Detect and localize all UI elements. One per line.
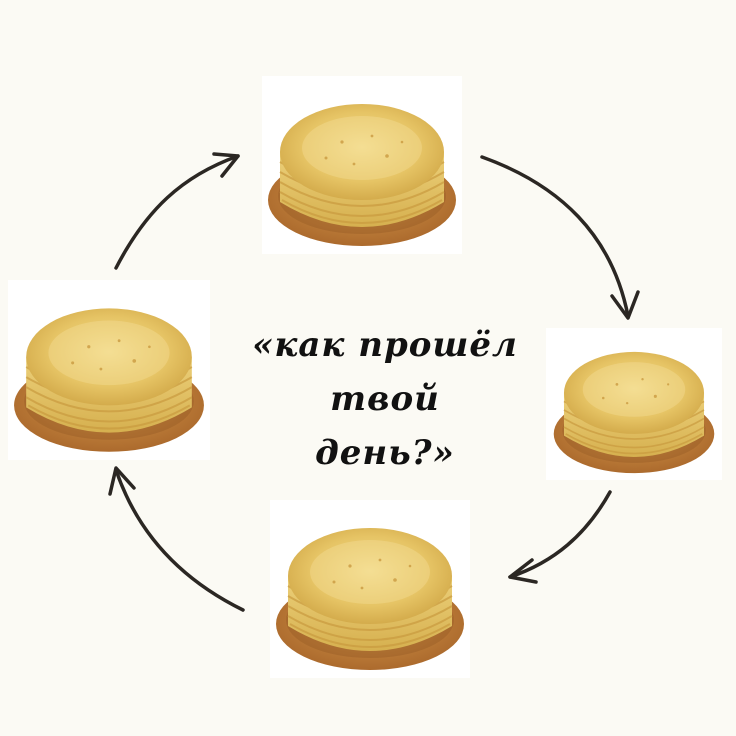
pancake-stack-left (8, 280, 210, 460)
pancake-stack-icon (267, 103, 457, 247)
caption-text: «как прошёл твой день?» (200, 318, 570, 480)
caption-line-2: день?» (315, 433, 455, 473)
pancake-stack-icon (275, 527, 465, 671)
arrow-bottom-to-left-icon (114, 468, 245, 612)
caption-line-1: «как прошёл твой (252, 325, 518, 419)
pancake-stack-icon (552, 351, 716, 475)
pancake-stack-top (262, 76, 462, 254)
pancake-stack-bottom (270, 500, 470, 678)
arrow-left-to-top-icon (114, 154, 240, 270)
arrow-top-to-right-icon (480, 155, 630, 318)
pancake-stack-right (546, 328, 722, 480)
pancake-stack-icon (13, 307, 205, 453)
arrow-right-to-bottom-icon (508, 490, 612, 579)
